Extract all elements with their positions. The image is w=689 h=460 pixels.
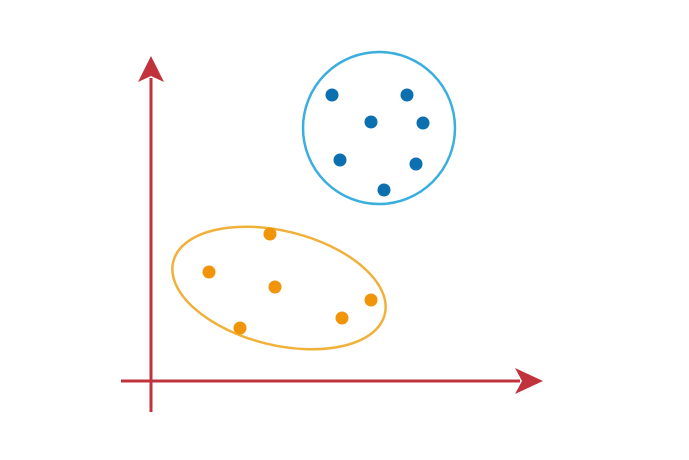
x-axis-arrowhead: [515, 368, 543, 394]
orange-point: [335, 311, 349, 325]
orange-point: [263, 227, 277, 241]
blue-point: [377, 183, 391, 197]
blue-point: [416, 116, 430, 130]
blue-cluster-group: [301, 50, 457, 206]
orange-cluster-points: [202, 227, 378, 335]
orange-cluster-boundary: [171, 225, 387, 351]
orange-point: [268, 280, 282, 294]
orange-point: [202, 265, 216, 279]
blue-point: [333, 153, 347, 167]
blue-point: [325, 88, 339, 102]
blue-point: [364, 115, 378, 129]
blue-point: [400, 88, 414, 102]
blue-point: [409, 157, 423, 171]
y-axis-arrowhead: [138, 56, 164, 82]
orange-cluster-group: [171, 225, 387, 351]
orange-point: [233, 321, 247, 335]
blue-cluster-points: [325, 88, 430, 197]
axes: [121, 56, 543, 412]
orange-point: [364, 293, 378, 307]
blue-cluster-boundary: [301, 50, 457, 206]
